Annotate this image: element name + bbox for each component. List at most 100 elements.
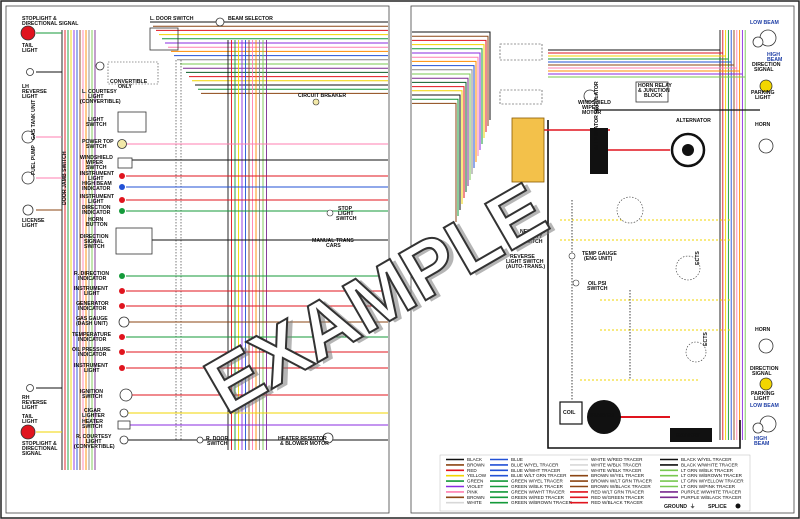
legend-label: LT GRN W/YELLOW TRACER bbox=[681, 479, 744, 484]
ignition-switch bbox=[119, 388, 133, 402]
gas-tank-unit bbox=[21, 130, 35, 144]
wire-engine-dotted bbox=[560, 219, 730, 381]
legend-label: PURPLE W/BLACK TRACER bbox=[681, 495, 742, 500]
fuse-block-mid bbox=[499, 89, 543, 105]
wire-right-top bbox=[412, 44, 485, 138]
component-label: REVERSE bbox=[22, 400, 47, 406]
legend-label: BLUE W/WHT TRACER bbox=[511, 468, 561, 473]
oil-pressure-indicator bbox=[119, 349, 125, 355]
high-beam-indicator bbox=[119, 184, 125, 190]
headlamp-high-beam-bottom bbox=[752, 422, 764, 434]
component-label: LICENSE bbox=[22, 218, 45, 224]
component-label: LIGHT bbox=[754, 396, 770, 402]
headlamp-label: LOW BEAM bbox=[750, 403, 779, 409]
component-label: RH bbox=[22, 395, 30, 401]
wire-right-top bbox=[412, 39, 487, 132]
component-label: INSTRUMENT bbox=[74, 363, 109, 369]
wire-right-top bbox=[412, 48, 483, 144]
light-switch bbox=[117, 111, 147, 133]
component-label: SIGNAL bbox=[84, 239, 104, 245]
component-label: DIRECTION bbox=[750, 366, 779, 372]
wire-right-top bbox=[412, 77, 469, 186]
temp-gauge-sender bbox=[568, 252, 576, 260]
component-label: HEATER RESISTOR bbox=[278, 436, 327, 442]
component-label: CIRCUIT BREAKER bbox=[298, 93, 346, 99]
cable-battery bbox=[547, 120, 741, 449]
right-panel bbox=[410, 5, 795, 514]
legend-label: GREEN bbox=[467, 479, 483, 484]
battery bbox=[670, 428, 712, 442]
component-label: R. COURTESY bbox=[76, 434, 112, 440]
wire-right-top bbox=[412, 56, 479, 156]
component-label: HORN bbox=[755, 327, 771, 333]
vertical-label: ECTS bbox=[695, 251, 701, 265]
wire-right-top bbox=[412, 52, 481, 150]
wiper-motor bbox=[583, 89, 597, 103]
instrument-light-3 bbox=[119, 288, 125, 294]
legend-label: GREEN W/YEL TRACER bbox=[511, 479, 563, 484]
vertical-label: GAS TANK UNIT bbox=[31, 99, 37, 140]
wire-right-top bbox=[412, 60, 477, 162]
license-lamp bbox=[22, 204, 34, 216]
legend-label: BLUE bbox=[511, 457, 523, 462]
legend-label: GREEN W/BROWN TRACER bbox=[511, 500, 573, 505]
component-label: SWITCH bbox=[522, 239, 543, 245]
legend-label: BLUE W/YEL TRACER bbox=[511, 462, 559, 467]
component-label: TEMPERATURE bbox=[72, 332, 112, 338]
watermark: EXAMPLE EXAMPLE bbox=[189, 164, 566, 431]
wire-right-top bbox=[412, 81, 467, 192]
component-label: INSTRUMENT bbox=[80, 171, 115, 177]
component-label: LIGHT bbox=[86, 439, 102, 445]
component-label: (CONVERTIBLE) bbox=[80, 99, 121, 105]
component-label: DIRECTION bbox=[80, 234, 109, 240]
component-label: L. COURTESY bbox=[82, 89, 117, 95]
component-label: & JUNCTION bbox=[638, 88, 670, 94]
component-label: SIGNAL bbox=[752, 371, 772, 377]
oil-psi-switch bbox=[572, 279, 580, 287]
instrument-light-1 bbox=[119, 173, 125, 179]
legend-label: BLACK W/YEL TRACER bbox=[681, 457, 732, 462]
legend-label: RED W/BLACK TRACER bbox=[591, 500, 643, 505]
legend-label: PURPLE W/WHITE TRACER bbox=[681, 489, 742, 494]
component-label: SWITCH bbox=[86, 165, 107, 171]
beam-selector bbox=[215, 17, 225, 27]
horn-top bbox=[758, 138, 774, 154]
vertical-label: ALTERNATOR REGULATOR bbox=[594, 81, 600, 150]
wire-right-top bbox=[412, 69, 473, 174]
component-label: ONLY bbox=[118, 84, 132, 90]
instrument-light-4 bbox=[119, 365, 125, 371]
horn-bottom bbox=[758, 338, 774, 354]
component-label: R. DIRECTION bbox=[74, 271, 109, 277]
component-label: MOTOR bbox=[582, 110, 601, 116]
legend-label: GREEN W/RED TRACER bbox=[511, 495, 565, 500]
legend-label: GREEN W/BLK TRACER bbox=[511, 484, 564, 489]
component-label: GENERATOR bbox=[76, 301, 109, 307]
component-label: LIGHT bbox=[338, 211, 354, 217]
component-label: R. DOOR bbox=[206, 436, 228, 442]
legend-label: LT GRN W/PINK TRACER bbox=[681, 484, 736, 489]
legend-splice-label: SPLICE bbox=[708, 504, 727, 510]
left-panel bbox=[5, 5, 390, 514]
ground-icon: ⏚ bbox=[690, 503, 695, 510]
component-label: HIGH BEAM bbox=[82, 181, 112, 187]
component-label: HEATER bbox=[82, 419, 103, 425]
legend-label: BLACK W/WHITE TRACER bbox=[681, 462, 739, 467]
legend-label: RED W/LT GRN TRACER bbox=[591, 489, 645, 494]
legend-label: YELLOW bbox=[467, 473, 487, 478]
component-label: SWITCH bbox=[587, 286, 608, 292]
courtesy-lamp-right bbox=[119, 435, 129, 445]
component-label: LIGHTER bbox=[82, 413, 105, 419]
component-label: STOPLIGHT & bbox=[22, 441, 57, 447]
component-label: OIL PRESSURE bbox=[72, 347, 111, 353]
wire-dash-harness bbox=[175, 60, 182, 440]
component-label: LIGHT bbox=[22, 223, 38, 229]
legend-label: WHITE bbox=[467, 500, 482, 505]
component-label: INDICATOR bbox=[82, 210, 111, 216]
component-labels: STOPLIGHT &DIRECTIONAL SIGNALTAILLIGHTLH… bbox=[22, 16, 782, 457]
component-label: STARTER bbox=[590, 413, 614, 419]
stoplight-lamp-left bbox=[20, 25, 36, 41]
stoplight-lamp-right bbox=[20, 424, 36, 440]
wire-right-top bbox=[412, 98, 459, 216]
